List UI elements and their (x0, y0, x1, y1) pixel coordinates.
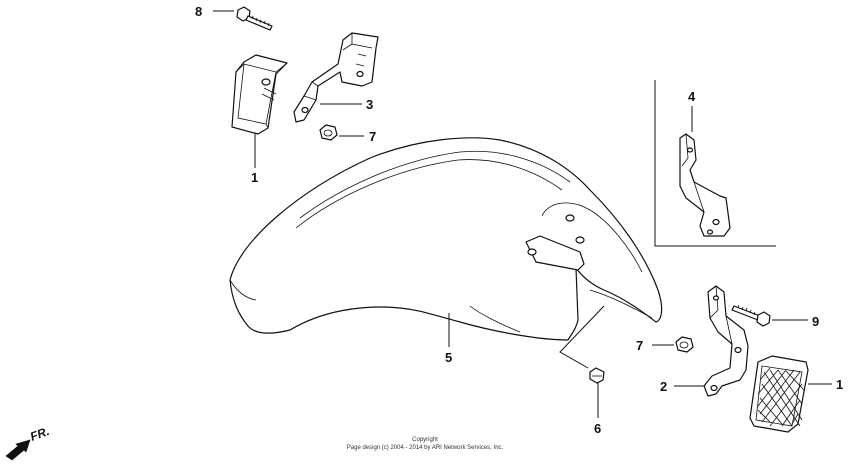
callout-7-mid: 7 (636, 338, 643, 353)
nut-part-7-mid (675, 336, 694, 353)
reflector-part-1-right (749, 355, 809, 433)
bracket-part-4 (679, 133, 731, 237)
callout-6: 6 (594, 421, 601, 436)
callout-8: 8 (195, 4, 202, 19)
nut-part-7-top (319, 124, 338, 141)
callout-5: 5 (445, 350, 452, 365)
front-direction-arrow-icon (5, 439, 31, 461)
copyright-line-1: Copyright (412, 437, 438, 443)
callout-4: 4 (688, 89, 696, 104)
front-fender-part-5 (229, 137, 663, 341)
bracket-part-3 (293, 32, 379, 123)
callout-1-left: 1 (251, 170, 258, 185)
bracket-part-2 (703, 285, 749, 397)
callout-2: 2 (660, 379, 667, 394)
callout-1-right: 1 (836, 377, 843, 392)
reflector-part-1-left (231, 54, 288, 135)
callout-7-top: 7 (369, 129, 376, 144)
screw-connector-line (559, 305, 605, 369)
bolt-part-9 (731, 304, 771, 327)
direction-label: FR. (28, 424, 51, 444)
bolt-part-8 (236, 6, 273, 31)
callout-9: 9 (812, 314, 819, 329)
screw-part-6 (589, 367, 605, 384)
copyright-line-2: Page design (c) 2004 - 2014 by ARI Netwo… (347, 445, 504, 451)
callout-3: 3 (366, 97, 373, 112)
inset-frame (654, 80, 776, 247)
